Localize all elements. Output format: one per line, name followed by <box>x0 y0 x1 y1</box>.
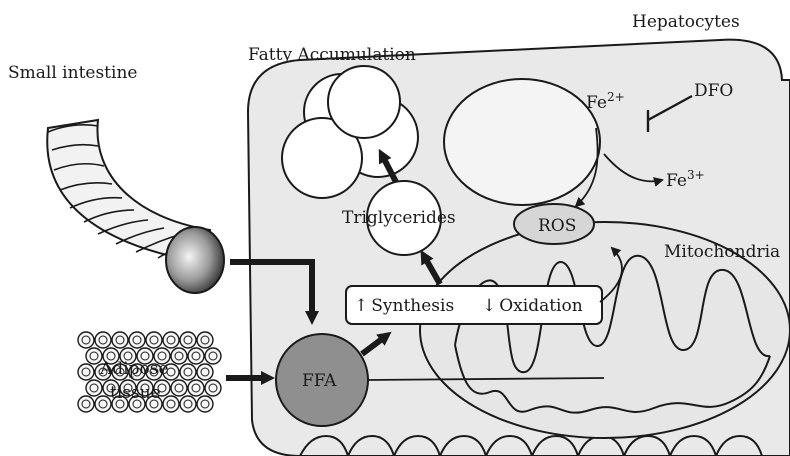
hepatocytes-label: Hepatocytes <box>632 12 740 32</box>
adipose-cell <box>197 396 213 412</box>
adipose-label: Adipose <box>99 359 169 379</box>
fe3-charge: 3+ <box>687 168 705 182</box>
adipose-cell <box>197 364 213 380</box>
adipose-cell <box>78 396 94 412</box>
adipose-cell <box>78 332 94 348</box>
adipose-cell <box>146 332 162 348</box>
adipose-cell <box>188 380 204 396</box>
adipose-cell <box>163 332 179 348</box>
small-intestine-label: Small intestine <box>8 63 137 83</box>
adipose-cell <box>95 396 111 412</box>
adipose-cell <box>180 332 196 348</box>
triglycerides-label: Triglycerides <box>342 208 456 228</box>
adipose-cell <box>197 332 213 348</box>
oxidation-text: Oxidation <box>499 296 582 316</box>
adipose-cell <box>129 332 145 348</box>
synthesis-up-arrow: ↑ <box>354 296 368 316</box>
adipose-cell <box>112 332 128 348</box>
adipose-cell <box>180 396 196 412</box>
small-intestine-icon <box>47 120 224 293</box>
adipose-cell <box>205 348 221 364</box>
synthesis-text: Synthesis <box>371 296 454 316</box>
adipose-cell <box>163 396 179 412</box>
ros-label: ROS <box>538 216 576 236</box>
adipose-cell <box>205 380 221 396</box>
mitochondria-label: Mitochondria <box>664 242 780 262</box>
adipose-cell <box>171 380 187 396</box>
fe2-charge: 2+ <box>607 90 625 104</box>
oxidation-down-arrow: ↓ <box>482 296 496 316</box>
ffa-label: FFA <box>302 371 337 391</box>
adipose-cell <box>171 348 187 364</box>
adipose-cell <box>95 332 111 348</box>
dfo-label: DFO <box>694 81 733 101</box>
adipose-cell <box>188 348 204 364</box>
fatty-accumulation-label: Fatty Accumulation <box>248 45 416 65</box>
vacuole <box>444 79 600 205</box>
adipose-cell <box>180 364 196 380</box>
tissue-label: tissue <box>110 383 161 403</box>
adipose-cell <box>78 364 94 380</box>
adipose-cell <box>86 380 102 396</box>
